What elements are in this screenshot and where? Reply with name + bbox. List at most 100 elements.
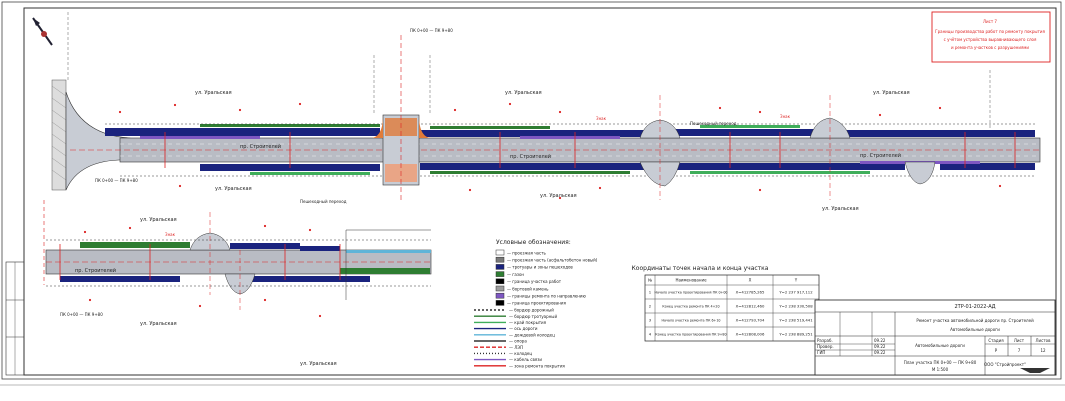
table-cell: Начало участка ремонта ПК 6+10 xyxy=(661,319,720,323)
date-2: 09.22 xyxy=(874,344,886,349)
sidewalk-top-1 xyxy=(105,128,380,136)
table-cell: Y=2 238 889,251 xyxy=(779,332,813,337)
street-label-3: пр. Строителей xyxy=(860,152,901,159)
legend-swatch xyxy=(495,271,505,277)
table-cell: Y=2 237 917,112 xyxy=(779,290,813,295)
legend-title: Условные обозначения: xyxy=(496,239,571,246)
legend-line-label: — зона ремонта покрытия xyxy=(509,363,565,368)
sidewalk-bottom-3 xyxy=(675,163,905,170)
north-arrow-icon xyxy=(32,17,53,46)
company-name: ООО "Стройпроект" xyxy=(984,362,1026,367)
table-cell: Y=2 238 519,441 xyxy=(779,318,813,323)
legend-item-label: — граница участка работ xyxy=(507,279,562,284)
table-cell: Конец участка ремонта ПК 4+20 xyxy=(662,305,719,309)
table-header-cell: № xyxy=(648,278,652,283)
table-cell: 1 xyxy=(649,290,652,295)
crossing-label-1: Пешеходный переход xyxy=(690,121,737,126)
role-1: Разраб. xyxy=(817,338,833,343)
legend: Условные обозначения: — проезжая часть — … xyxy=(474,239,598,368)
station-label-left: ПК 0+00 — ПК 9+80 xyxy=(95,178,138,183)
doc-code: 2ТР-01-2022-АД xyxy=(954,304,995,310)
station-label-top: ПК 0+00 — ПК 9+80 xyxy=(410,28,453,33)
lower-sign-label: Знак xyxy=(165,232,176,237)
legend-line-label: — бордюр дорожный xyxy=(509,308,554,313)
sheets-value: 12 xyxy=(1040,348,1046,353)
table-cell: 3 xyxy=(649,318,652,323)
legend-line-label: — край покрытия xyxy=(509,320,547,325)
sheet-name: План участка ПК 0+00 — ПК 9+80 xyxy=(904,360,977,365)
table-header-cell: X xyxy=(749,278,752,283)
section-name: Автомобильные дороги xyxy=(915,343,965,348)
legend-line-label: — дождевой колодец xyxy=(509,332,555,337)
legend-line-label: — бордюр тротуарный xyxy=(509,314,557,319)
sheets-label: Листов xyxy=(1036,338,1052,343)
street-label-1: пр. Строителей xyxy=(240,143,281,150)
table-cell: Х=412793,704 xyxy=(736,318,765,323)
crossing-label-2: Пешеходный переход xyxy=(300,199,347,204)
legend-swatch xyxy=(495,249,505,256)
street-label-2: пр. Строителей xyxy=(510,153,551,160)
legend-line-label: — опора xyxy=(509,339,527,344)
stage-label: Стадия xyxy=(988,338,1004,343)
stage-value: Р xyxy=(995,348,998,353)
table-cell: Конец участка проектирования ПК 9+80 xyxy=(655,333,726,337)
company-logo-icon xyxy=(1020,368,1050,373)
table-frame xyxy=(644,274,820,342)
legend-swatch xyxy=(495,256,505,263)
coordinate-table: Координаты точек начала и конца участка … xyxy=(632,265,820,342)
area-label-5: ул. Уральская xyxy=(540,193,577,199)
date-1: 09.22 xyxy=(874,338,886,343)
legend-swatch xyxy=(495,264,505,270)
left-stamp xyxy=(5,261,25,376)
role-3: ГИП xyxy=(817,350,825,355)
legend-item-label: — тротуары и зоны пешеходов xyxy=(507,265,573,270)
lower-road xyxy=(43,200,432,318)
legend-item-label: — бортовой камень xyxy=(507,286,549,291)
role-2: Провер. xyxy=(817,344,834,349)
table-cell: Х=412812,460 xyxy=(736,304,765,309)
title-block: 2ТР-01-2022-АД Ремонт участка автомобиль… xyxy=(814,299,1056,376)
lower-area-label-2: ул. Уральская xyxy=(140,321,177,327)
sheet-inner-frame xyxy=(23,7,1057,376)
legend-swatch xyxy=(495,300,505,306)
red-note-box: Лист 7 Границы производства работ по рем… xyxy=(931,11,1051,63)
sidewalk-top-3 xyxy=(675,129,820,136)
table-cell: Х=412785,265 xyxy=(736,290,765,295)
area-label-4: ул. Уральская xyxy=(215,186,252,192)
note-line-2: с учётом устройства выравнивающего слоя xyxy=(944,37,1037,42)
area-label-6: ул. Уральская xyxy=(822,206,859,212)
legend-swatch xyxy=(495,292,505,299)
legend-line-label: — ЛЭП xyxy=(509,345,523,350)
project-section: Автомобильные дороги xyxy=(950,327,1000,332)
area-label-3: ул. Уральская xyxy=(873,90,910,96)
table-cell: Х=412808,006 xyxy=(736,332,765,337)
table-cell: Y=2 238 330,508 xyxy=(779,304,813,309)
legend-item-label: — границы ремонта по направлению xyxy=(507,294,586,299)
lower-area-label-3: ул. Уральская xyxy=(300,361,337,367)
lower-street-label: пр. Строителей xyxy=(75,267,116,274)
area-label-1: ул. Уральская xyxy=(195,90,232,96)
note-title: Лист 7 xyxy=(983,19,997,24)
sign-label-2: Знак xyxy=(780,114,791,119)
legend-item-label: — проезжая часть xyxy=(507,250,547,255)
date-3: 09.22 xyxy=(874,350,886,355)
legend-line-label: — колодец xyxy=(509,351,532,356)
table-cell: Начало участка проектирования ПК 0+00 xyxy=(654,291,727,295)
legend-line-label: — ось дороги xyxy=(509,326,538,331)
start-wall-hatch xyxy=(51,79,67,191)
sheet-value: 7 xyxy=(1018,348,1021,353)
table-header-cell: Наименование xyxy=(675,278,707,283)
table-cell: 2 xyxy=(649,304,652,309)
lower-area-label-1: ул. Уральская xyxy=(140,217,177,223)
scale-label: М 1:500 xyxy=(932,367,949,372)
note-line-3: и ремонта участков с разрушениями xyxy=(951,45,1029,50)
table-header-cell: Y xyxy=(794,278,798,283)
legend-swatch xyxy=(495,285,505,292)
sign-label-1: Знак xyxy=(596,116,607,121)
sidewalk-top-2 xyxy=(420,130,645,137)
lower-station-label: ПК 0+00 — ПК 9+80 xyxy=(60,312,103,317)
legend-swatch xyxy=(495,278,505,285)
area-label-2: ул. Уральская xyxy=(505,90,542,96)
upper-road xyxy=(51,12,1041,200)
